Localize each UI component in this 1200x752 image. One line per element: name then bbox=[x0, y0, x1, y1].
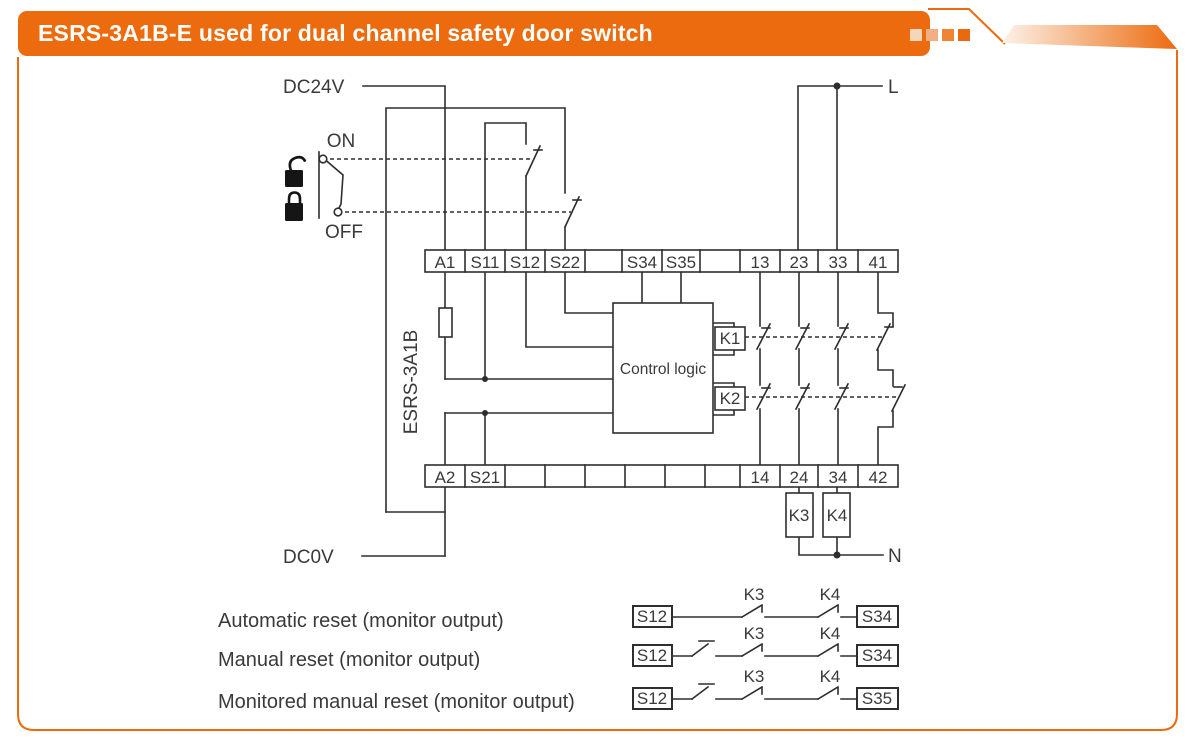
k4-relay-box bbox=[822, 492, 851, 538]
door-switch-symbol bbox=[318, 151, 571, 219]
k3-contact-label: K3 bbox=[744, 585, 765, 604]
control-logic-label: Control logic bbox=[620, 361, 706, 378]
k3-label: K3 bbox=[789, 506, 810, 525]
off-label: OFF bbox=[325, 222, 363, 243]
dc0v-label: DC0V bbox=[283, 547, 334, 568]
k3-contact-label: K3 bbox=[744, 667, 765, 686]
terminal-label: S12 bbox=[637, 646, 667, 665]
k4-contact-label: K4 bbox=[820, 667, 841, 686]
control-logic-box bbox=[612, 302, 714, 434]
manual-button-arm bbox=[690, 642, 710, 658]
terminal-label: S12 bbox=[637, 689, 667, 708]
on-label: ON bbox=[327, 131, 356, 152]
k1-relay-box bbox=[714, 326, 746, 351]
k2-label: K2 bbox=[720, 389, 741, 408]
header-banner: ESRS-3A1B-E used for dual channel safety… bbox=[18, 11, 930, 56]
unlocked-padlock-icon bbox=[285, 155, 307, 187]
terminal-label: S12 bbox=[637, 607, 667, 626]
junction-dot bbox=[833, 551, 841, 559]
decoration-square-icon bbox=[958, 29, 970, 41]
neutral-label: N bbox=[888, 546, 902, 567]
terminal-label: S35 bbox=[862, 689, 892, 708]
page-title: ESRS-3A1B-E used for dual channel safety… bbox=[38, 20, 653, 46]
decoration-square-icon bbox=[926, 29, 938, 41]
k4-label: K4 bbox=[827, 506, 848, 525]
terminal-label: 41 bbox=[869, 253, 888, 272]
decoration-slant-line bbox=[928, 8, 1006, 45]
reset-mode-caption: Monitored manual reset (monitor output) bbox=[218, 691, 575, 713]
junction-dot bbox=[833, 82, 841, 90]
k4-contact-label: K4 bbox=[820, 624, 841, 643]
reset-mode-manual: Manual reset (monitor output) S12 K3 K4 … bbox=[218, 624, 899, 671]
terminal-label: 42 bbox=[869, 468, 888, 487]
terminal-label: 23 bbox=[790, 253, 809, 272]
reset-mode-caption: Manual reset (monitor output) bbox=[218, 649, 480, 671]
line-label: L bbox=[888, 77, 899, 98]
terminal-label: A1 bbox=[435, 253, 456, 272]
terminal-label: 24 bbox=[790, 468, 809, 487]
supply-wires bbox=[361, 85, 566, 557]
terminal-label: S34 bbox=[627, 253, 657, 272]
locked-padlock-icon bbox=[285, 191, 303, 221]
output-columns bbox=[755, 271, 907, 466]
decoration-square-icon bbox=[910, 29, 922, 41]
k3-relay-box bbox=[785, 492, 814, 538]
terminal-label: S34 bbox=[862, 646, 892, 665]
decoration-squares bbox=[910, 29, 970, 41]
manual-button-arm bbox=[690, 685, 710, 701]
device-label: ESRS-3A1B bbox=[401, 330, 422, 435]
terminal-label: A2 bbox=[435, 468, 456, 487]
terminal-row-top: A1 S11 S12 S22 S34 S35 13 23 33 41 bbox=[424, 249, 899, 273]
terminal-label: 14 bbox=[751, 468, 770, 487]
terminal-label: S12 bbox=[510, 253, 540, 272]
k4-contact-label: K4 bbox=[820, 585, 841, 604]
reset-mode-automatic: Automatic reset (monitor output) S12 K3 … bbox=[218, 585, 899, 632]
terminal-label: 34 bbox=[829, 468, 848, 487]
terminal-label: S22 bbox=[550, 253, 580, 272]
k1-label: K1 bbox=[720, 329, 741, 348]
line-rail bbox=[797, 85, 883, 251]
decoration-square-icon bbox=[942, 29, 954, 41]
junction-dot bbox=[482, 376, 488, 382]
k2-relay-box bbox=[714, 386, 746, 411]
dc24v-label: DC24V bbox=[283, 77, 345, 98]
decoration-gradient-band bbox=[1002, 25, 1177, 49]
junction-dot bbox=[482, 410, 488, 416]
terminal-label: S35 bbox=[666, 253, 696, 272]
terminal-row-bottom: A2 S21 14 24 34 42 bbox=[424, 464, 899, 488]
page-border bbox=[17, 8, 1178, 731]
fuse-symbol bbox=[438, 307, 453, 338]
terminal-label: S21 bbox=[470, 468, 500, 487]
door-contacts bbox=[524, 144, 582, 229]
reset-mode-monitored-manual: Monitored manual reset (monitor output) … bbox=[218, 667, 899, 713]
k3-contact-label: K3 bbox=[744, 624, 765, 643]
terminal-label: 33 bbox=[829, 253, 848, 272]
terminal-label: S11 bbox=[471, 253, 500, 272]
terminal-label: 13 bbox=[751, 253, 770, 272]
reset-mode-caption: Automatic reset (monitor output) bbox=[218, 610, 504, 632]
terminal-label: S34 bbox=[862, 607, 892, 626]
